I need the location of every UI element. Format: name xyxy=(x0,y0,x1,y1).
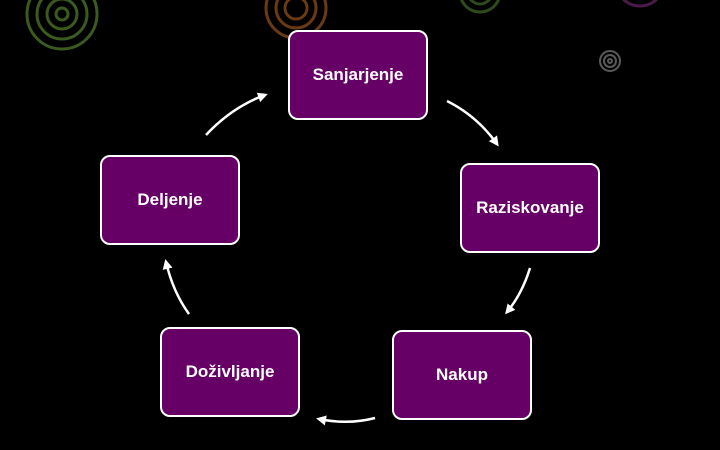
ring-cluster-purple-icon xyxy=(621,0,659,8)
ring-cluster-dark-green-icon xyxy=(460,0,500,14)
ring-cluster-green-icon xyxy=(25,0,99,51)
cycle-node-label: Nakup xyxy=(436,365,488,384)
cycle-node-label: Sanjarjenje xyxy=(312,65,404,84)
ring-small-grey-icon xyxy=(599,50,621,72)
arrow-raziskovanje-to-nakup xyxy=(505,267,532,315)
cycle-node-raziskovanje: Raziskovanje xyxy=(460,163,600,253)
arrow-sanjarjenje-to-raziskovanje xyxy=(446,99,499,147)
arrow-deljenje-to-sanjarjenje xyxy=(205,92,268,136)
arrow-dozivljanje-to-deljenje xyxy=(162,259,191,315)
cycle-node-dozivljanje: Doživljanje xyxy=(160,327,300,417)
cycle-node-deljenje: Deljenje xyxy=(100,155,240,245)
cycle-node-label: Raziskovanje xyxy=(476,198,584,217)
cycle-node-nakup: Nakup xyxy=(392,330,532,420)
cycle-node-sanjarjenje: Sanjarjenje xyxy=(288,30,428,120)
cycle-node-label: Deljenje xyxy=(137,190,203,209)
cycle-node-label: Doživljanje xyxy=(185,362,275,381)
arrow-nakup-to-dozivljanje xyxy=(316,415,376,426)
